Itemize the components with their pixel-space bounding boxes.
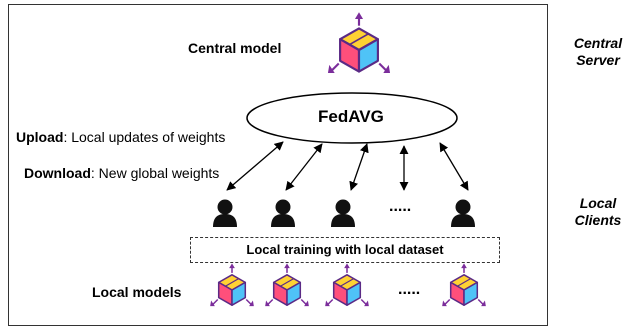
cubes-group: [210, 12, 486, 307]
person-icon: [213, 199, 237, 227]
fedavg-label: FedAVG: [318, 107, 384, 126]
local-model-cube-icon: [210, 263, 254, 307]
fedavg-ellipse: [246, 92, 458, 144]
upload-text: Upload: Local updates of weights: [16, 129, 225, 145]
central-model-label: Central model: [188, 40, 282, 56]
local-clients-label: Local Clients: [563, 195, 633, 229]
double-arrow: [349, 143, 369, 191]
clients-group: [213, 199, 475, 227]
local-training-label: Local training with local dataset: [246, 242, 444, 257]
double-arrow: [226, 141, 284, 191]
person-icon: [271, 199, 295, 227]
central-server-line2: Server: [576, 52, 620, 68]
local-model-cube-icon: [265, 263, 309, 307]
upload-rest: : Local updates of weights: [63, 129, 226, 145]
models-ellipsis: .....: [398, 281, 421, 298]
double-arrow: [285, 143, 323, 191]
download-text: Download: New global weights: [24, 165, 219, 181]
person-icon: [451, 199, 475, 227]
download-bold: Download: [24, 165, 91, 181]
person-icon: [331, 199, 355, 227]
local-model-cube-icon: [442, 263, 486, 307]
upload-bold: Upload: [16, 129, 64, 145]
arrows-group: [226, 141, 469, 191]
local-training-box: Local training with local dataset: [190, 237, 500, 263]
local-model-cube-icon: [325, 263, 369, 307]
local-clients-line2: Clients: [574, 212, 622, 228]
diagram-frame: [8, 4, 548, 326]
central-server-line1: Central: [573, 35, 623, 51]
central-model-cube-icon: [327, 12, 391, 73]
central-server-label: Central Server: [563, 35, 633, 69]
local-clients-line1: Local: [579, 195, 617, 211]
local-models-label: Local models: [92, 284, 182, 300]
download-rest: : New global weights: [90, 165, 220, 181]
double-arrow: [439, 142, 469, 191]
clients-ellipsis: .....: [389, 198, 412, 215]
